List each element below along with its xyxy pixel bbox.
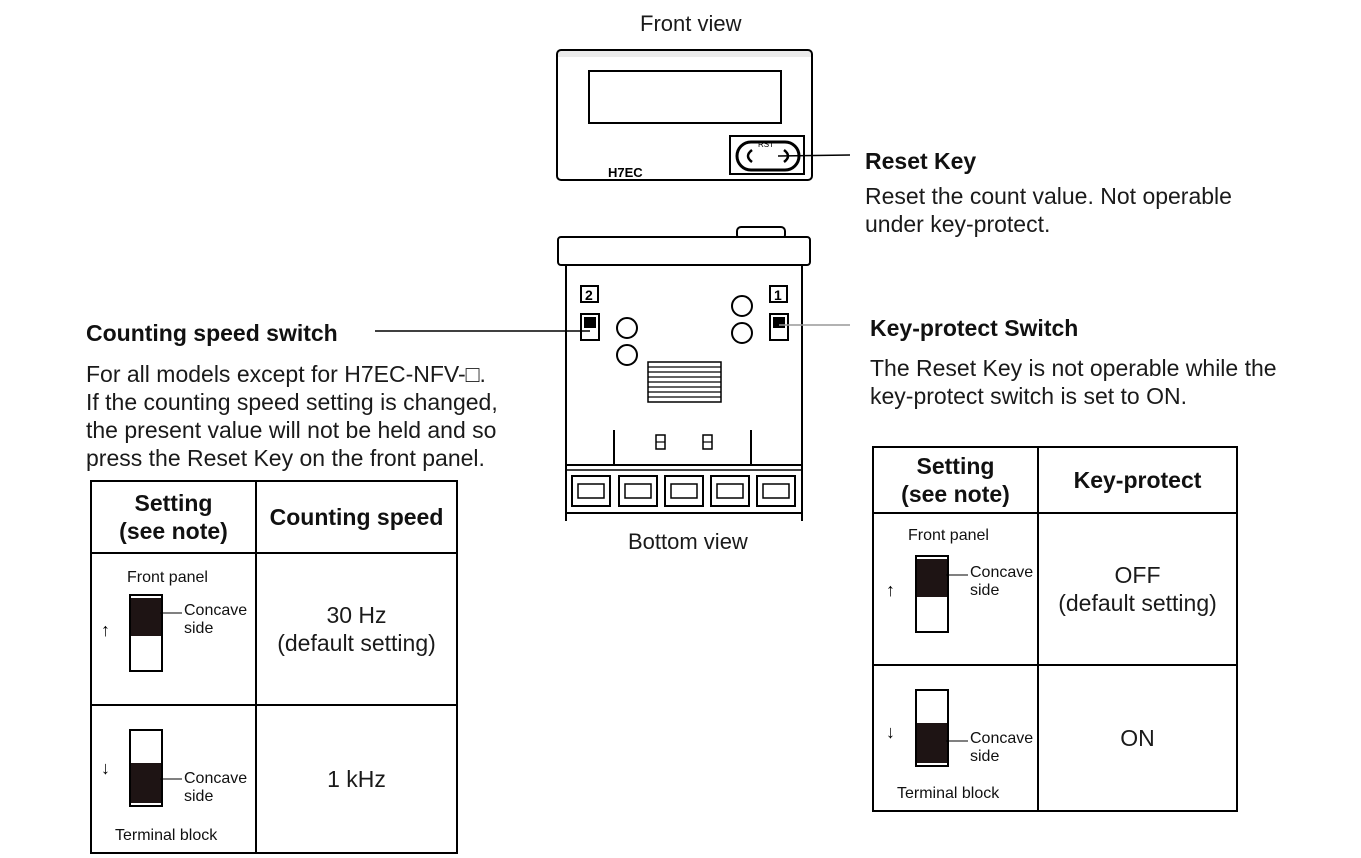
counting-speed-description: For all models except for H7EC-NFV-□. If… — [86, 361, 498, 471]
bottom-view-device: 2 1 — [557, 226, 811, 521]
value-cell-off: OFF (default setting) — [1037, 512, 1238, 666]
table-header-setting: Setting (see note) — [90, 480, 257, 554]
arrow-up-icon: ↑ — [101, 620, 110, 640]
terminal-block-label: Terminal block — [897, 785, 1000, 802]
value-cell-30hz: 30 Hz (default setting) — [255, 552, 458, 706]
reset-key-title: Reset Key — [865, 148, 977, 174]
arrow-down-icon: ↓ — [886, 722, 895, 742]
key-protect-description: The Reset Key is not operable while the … — [870, 355, 1277, 409]
value-cell-on: ON — [1037, 664, 1238, 812]
reset-key-description: Reset the count value. Not operable unde… — [865, 183, 1232, 237]
concave-side-label: Concave side — [184, 770, 248, 805]
terminal-block-label: Terminal block — [115, 827, 218, 844]
concave-side-label: Concave side — [184, 602, 248, 637]
table-header-setting: Setting (see note) — [872, 446, 1039, 514]
switch-up-icon — [129, 594, 163, 672]
arrow-up-icon: ↑ — [886, 580, 895, 600]
key-protect-table: Setting (see note) Key-protect Front pan… — [872, 446, 1238, 812]
counting-speed-table: Setting (see note) Counting speed Front … — [90, 480, 458, 854]
switch-down-icon — [129, 729, 163, 807]
device-drawing: H7EC RST 2 1 — [375, 49, 851, 521]
svg-text:1: 1 — [774, 287, 782, 303]
reset-key-leader — [777, 154, 851, 157]
concave-side-label: Concave side — [970, 564, 1034, 599]
front-panel: H7EC RST — [556, 49, 813, 181]
setting-cell-down: ↓ Concave side Terminal block — [90, 704, 257, 854]
setting-cell-down: ↓ Concave side Terminal block — [872, 664, 1039, 812]
value-cell-1khz: 1 kHz — [255, 704, 458, 854]
svg-text:2: 2 — [585, 287, 593, 303]
arrow-down-icon: ↓ — [101, 758, 110, 778]
front-view-caption: Front view — [640, 11, 742, 36]
switch-up-icon — [915, 555, 949, 633]
key-protect-title: Key-protect Switch — [870, 315, 1079, 341]
setting-cell-up: Front panel ↑ Concave side — [872, 512, 1039, 666]
counting-speed-title: Counting speed switch — [86, 320, 338, 346]
setting-cell-up: Front panel ↑ Concave side — [90, 552, 257, 706]
rst-label: RST — [758, 140, 774, 149]
table-header-key-protect: Key-protect — [1037, 446, 1238, 514]
bottom-view-caption: Bottom view — [628, 529, 748, 554]
front-panel-label: Front panel — [908, 527, 989, 544]
front-panel-label: Front panel — [127, 569, 208, 586]
table-header-counting-speed: Counting speed — [255, 480, 458, 554]
switch-down-icon — [915, 689, 949, 767]
model-label: H7EC — [608, 165, 643, 180]
concave-side-label: Concave side — [970, 730, 1034, 765]
display-window — [588, 70, 782, 124]
